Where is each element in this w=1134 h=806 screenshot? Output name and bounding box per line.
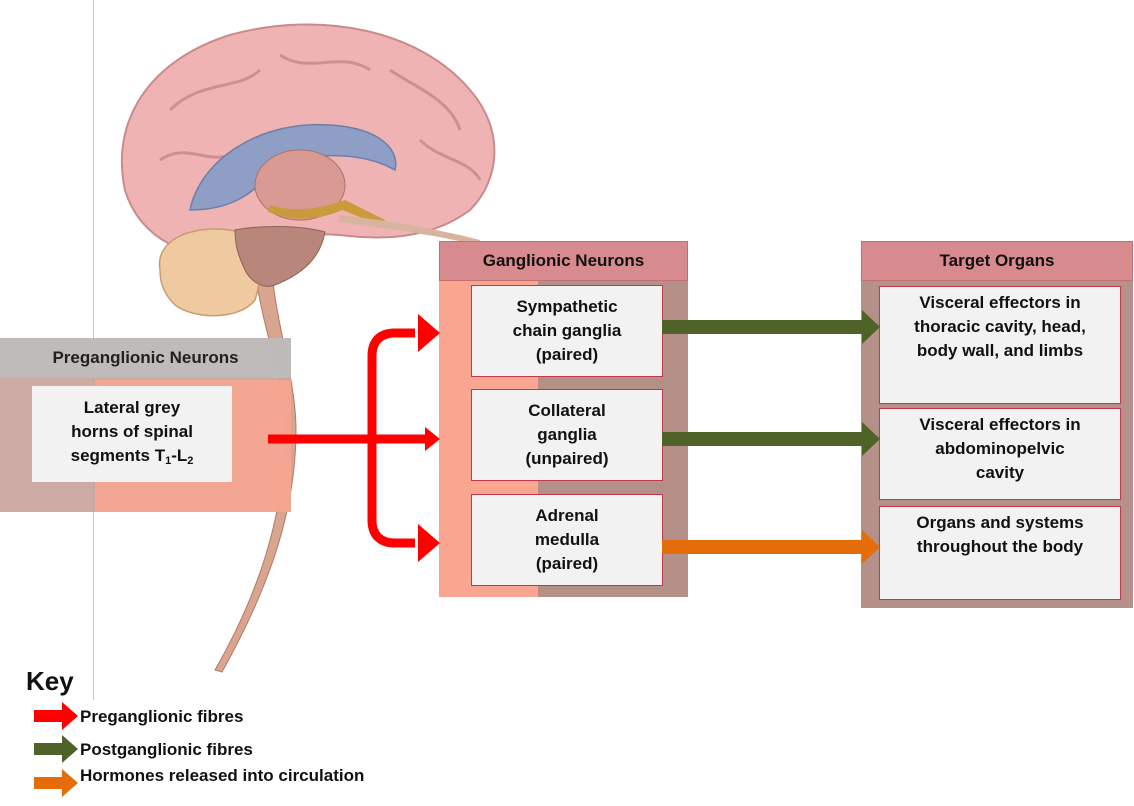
preganglionic-arrow-group xyxy=(268,328,425,548)
key-label-hormone: Hormones released into circulation xyxy=(80,766,365,785)
preganglionic-arrow-branch xyxy=(367,328,415,548)
preganglionic-line-1: Lateral grey xyxy=(83,397,181,417)
key-arrow-postganglionic xyxy=(34,743,64,755)
postganglionic-arrowhead-2 xyxy=(862,422,880,456)
preganglionic-header-label: Preganglionic Neurons xyxy=(52,348,239,367)
postganglionic-arrow-2 xyxy=(662,432,864,446)
targets-header: Target Organs xyxy=(861,241,1133,281)
postganglionic-arrow-1 xyxy=(662,320,864,334)
arrowhead-collateral xyxy=(425,427,440,451)
targets-header-label: Target Organs xyxy=(939,251,1055,270)
postganglionic-arrowhead-1 xyxy=(862,310,880,344)
preganglionic-line-3: segments T1-L2 xyxy=(70,445,194,467)
preganglionic-line-2: horns of spinal xyxy=(71,421,193,441)
arrowhead-adrenal xyxy=(418,524,440,562)
preganglionic-header: Preganglionic Neurons xyxy=(0,338,291,378)
key-label-postganglionic: Postganglionic fibres xyxy=(80,740,253,759)
key-arrow-hormone xyxy=(34,777,64,789)
key-title: Key xyxy=(26,666,74,696)
hormone-arrow xyxy=(662,540,864,554)
arrowhead-sympathetic xyxy=(418,314,440,352)
brain-illustration xyxy=(120,23,496,673)
key-label-preganglionic: Preganglionic fibres xyxy=(80,707,244,726)
ganglionic-header: Ganglionic Neurons xyxy=(439,241,688,281)
hormone-arrowhead xyxy=(862,530,880,564)
key-arrow-preganglionic xyxy=(34,710,64,722)
ganglionic-header-label: Ganglionic Neurons xyxy=(482,251,645,270)
preganglionic-box: Lateral grey horns of spinal segments T1… xyxy=(32,386,232,482)
